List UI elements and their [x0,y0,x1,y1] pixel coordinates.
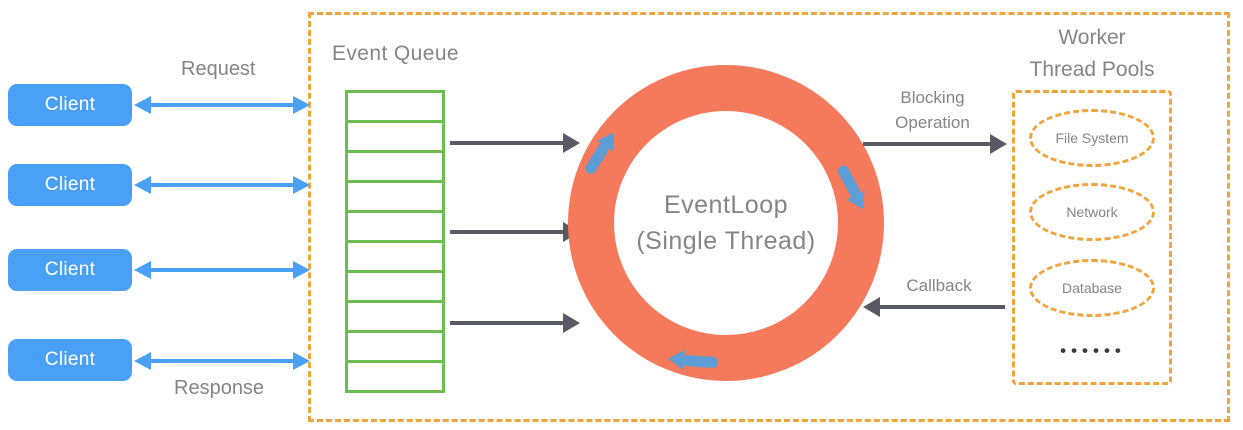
blocking-operation-label: Blocking Operation [870,85,995,135]
request-label: Request [181,58,256,80]
pool-label: File System [1055,130,1129,146]
blocking-label-line1: Blocking [900,88,965,107]
client-box: Client [8,339,132,381]
more-pools-ellipsis: •••••• [1060,341,1126,360]
response-label: Response [174,377,265,399]
client-label: Client [44,349,96,370]
blocking-operation-arrow [863,134,1007,154]
client-box: Client [8,84,132,126]
event-loop-label: EventLoop (Single Thread) [568,65,884,381]
worker-pools-box [1012,90,1172,385]
pool-label: Network [1066,204,1118,220]
queue-to-loop-arrow [450,133,580,153]
client-bidirectional-arrow [134,352,310,370]
queue-slot [345,360,445,393]
pool-file-system: File System [1029,109,1155,167]
callback-arrow [863,297,1005,317]
queue-slot [345,180,445,213]
pool-label: Database [1062,280,1122,296]
client-box: Client [8,164,132,206]
client-bidirectional-arrow [134,96,310,114]
pool-database: Database [1029,259,1155,317]
queue-to-loop-arrow [450,222,580,242]
event-queue-title: Event Queue [332,42,459,65]
pool-network: Network [1029,183,1155,241]
queue-slot [345,240,445,273]
queue-slot [345,210,445,243]
queue-slot [345,300,445,333]
callback-label: Callback [906,276,972,295]
event-queue [345,90,445,393]
client-label: Client [44,94,96,115]
client-bidirectional-arrow [134,176,310,194]
client-label: Client [44,259,96,280]
queue-slot [345,120,445,153]
client-label: Client [44,174,96,195]
event-loop-title: EventLoop [663,191,789,219]
queue-slot [345,330,445,363]
queue-slot [345,90,445,123]
queue-slot [345,270,445,303]
blocking-label-line2: Operation [895,113,970,132]
client-box: Client [8,249,132,291]
worker-title-line2: Thread Pools [1029,58,1155,81]
queue-slot [345,150,445,183]
event-loop-subtitle: (Single Thread) [636,227,816,255]
worker-title-line1: Worker [1058,26,1126,49]
worker-pools-title: Worker Thread Pools [1012,22,1172,86]
client-bidirectional-arrow [134,261,310,279]
queue-to-loop-arrow [450,313,580,333]
node-process-boundary [308,12,1230,422]
